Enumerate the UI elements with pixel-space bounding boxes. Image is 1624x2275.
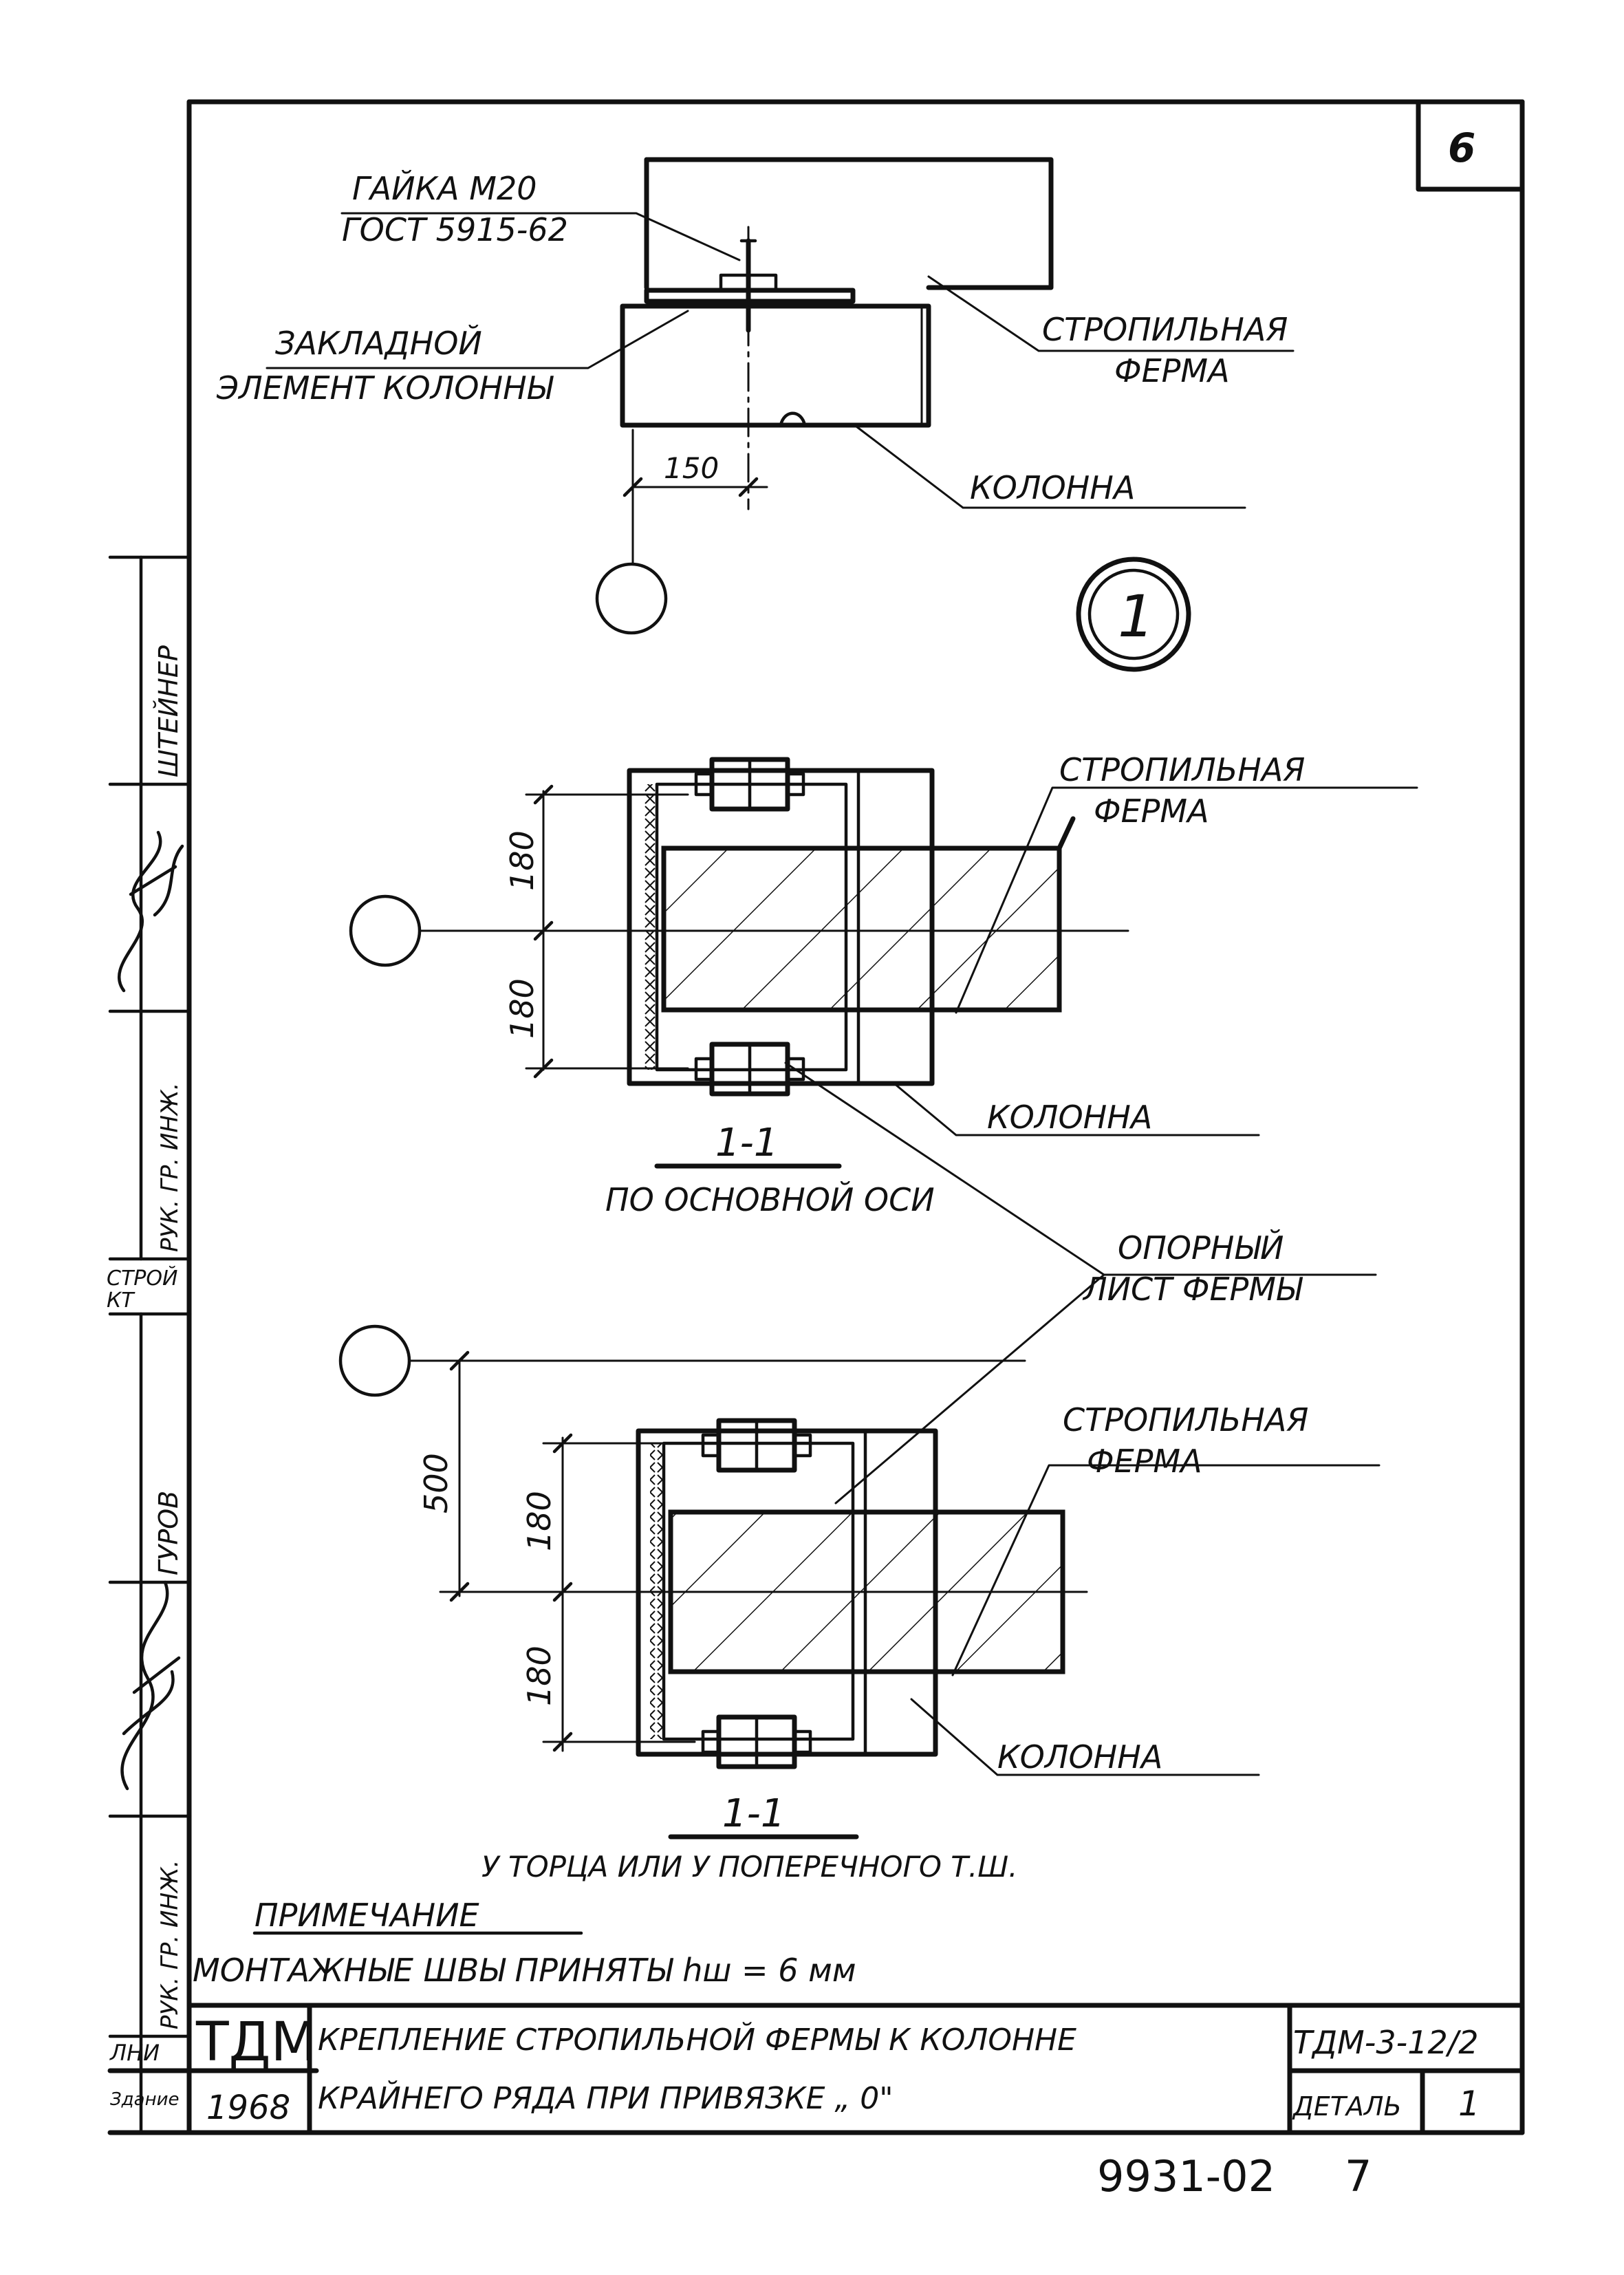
side-stamp bbox=[108, 555, 191, 2135]
stamp-org-line2: КТ bbox=[107, 1289, 136, 1313]
page-number: 7 bbox=[1345, 2151, 1372, 2201]
label-nut-gost: ГОСТ 5915-62 bbox=[342, 211, 568, 248]
stamp-cell-3: ГУРОВ bbox=[153, 1491, 184, 1575]
dim-end-lower: 180 bbox=[521, 1646, 558, 1706]
title-block-org: ТДМ bbox=[195, 2012, 317, 2073]
sheet-frame bbox=[107, 99, 1525, 2135]
dim-150: 150 bbox=[664, 451, 719, 485]
label-truss-main-2: ФЕРМА bbox=[1094, 793, 1209, 830]
signature-1 bbox=[117, 830, 184, 993]
stamp-org-line1: СТРОЙ bbox=[107, 1266, 177, 1291]
title-block bbox=[107, 2003, 1525, 2135]
stamp-cell-1: ШТЕЙНЕР bbox=[153, 645, 184, 777]
stamp-cell-4: РУК. ГР. ИНЖ. bbox=[156, 1860, 184, 2029]
note-text: МОНТАЖНЫЕ ШВЫ ПРИНЯТЫ hш = 6 мм bbox=[193, 1952, 856, 1989]
sheet-number: 6 bbox=[1448, 125, 1475, 171]
title-block-title-1: КРЕПЛЕНИЕ СТРОПИЛЬНОЙ ФЕРМЫ К КОЛОННЕ bbox=[318, 2021, 1076, 2058]
label-column-end: КОЛОННА bbox=[997, 1738, 1162, 1776]
label-truss-top-1: СТРОПИЛЬНАЯ bbox=[1042, 311, 1288, 348]
label-column-top: КОЛОННА bbox=[970, 469, 1135, 506]
label-support-plate-1: ОПОРНЫЙ bbox=[1118, 1229, 1284, 1266]
label-truss-end-2: ФЕРМА bbox=[1087, 1443, 1202, 1480]
detail-circle-label: 1 bbox=[1118, 583, 1154, 650]
dim-end-500: 500 bbox=[418, 1453, 455, 1513]
dim-end-upper: 180 bbox=[521, 1491, 558, 1551]
section-end bbox=[338, 1324, 1381, 1840]
dim-main-upper: 180 bbox=[504, 830, 541, 891]
title-block-left-cut-1: ЛНИ bbox=[109, 2040, 160, 2066]
label-embedded-element-1: ЗАКЛАДНОЙ bbox=[275, 325, 482, 362]
label-truss-main-1: СТРОПИЛЬНАЯ bbox=[1059, 751, 1305, 788]
label-truss-end-1: СТРОПИЛЬНАЯ bbox=[1063, 1401, 1308, 1438]
section-main bbox=[349, 757, 1418, 1169]
label-nut-spec: ГАЙКА М20 bbox=[352, 170, 537, 207]
section-main-title: 1-1 bbox=[715, 1121, 778, 1165]
title-block-year: 1968 bbox=[206, 2089, 290, 2127]
note-heading: ПРИМЕЧАНИЕ bbox=[255, 1897, 479, 1934]
top-view bbox=[266, 157, 1295, 672]
section-main-subtitle: ПО ОСНОВНОЙ ОСИ bbox=[605, 1181, 935, 1218]
signature-2 bbox=[120, 1580, 181, 1791]
section-end-subtitle: У ТОРЦА ИЛИ У ПОПЕРЕЧНОГО Т.Ш. bbox=[481, 1850, 1018, 1884]
title-block-detail-number: 1 bbox=[1458, 2084, 1480, 2124]
archive-number: 9931-02 bbox=[1097, 2151, 1275, 2201]
label-support-plate-2: ЛИСТ ФЕРМЫ bbox=[1082, 1271, 1303, 1308]
title-block-left-cut-2: Здание bbox=[110, 2089, 179, 2110]
title-block-code: ТДМ-3-12/2 bbox=[1293, 2024, 1479, 2061]
label-embedded-element-2: ЭЛЕМЕНТ КОЛОННЫ bbox=[216, 369, 554, 407]
dim-main-lower: 180 bbox=[504, 978, 541, 1039]
stamp-cell-2: РУК. ГР. ИНЖ. bbox=[156, 1083, 184, 1252]
title-block-detail-label: ДЕТАЛЬ bbox=[1292, 2091, 1402, 2122]
support-plate-leaders bbox=[784, 1061, 1377, 1505]
title-block-title-2: КРАЙНЕГО РЯДА ПРИ ПРИВЯЗКЕ „ 0" bbox=[318, 2080, 893, 2116]
label-column-main: КОЛОННА bbox=[987, 1099, 1152, 1136]
section-end-title: 1-1 bbox=[722, 1791, 785, 1836]
label-truss-top-2: ФЕРМА bbox=[1114, 352, 1230, 389]
